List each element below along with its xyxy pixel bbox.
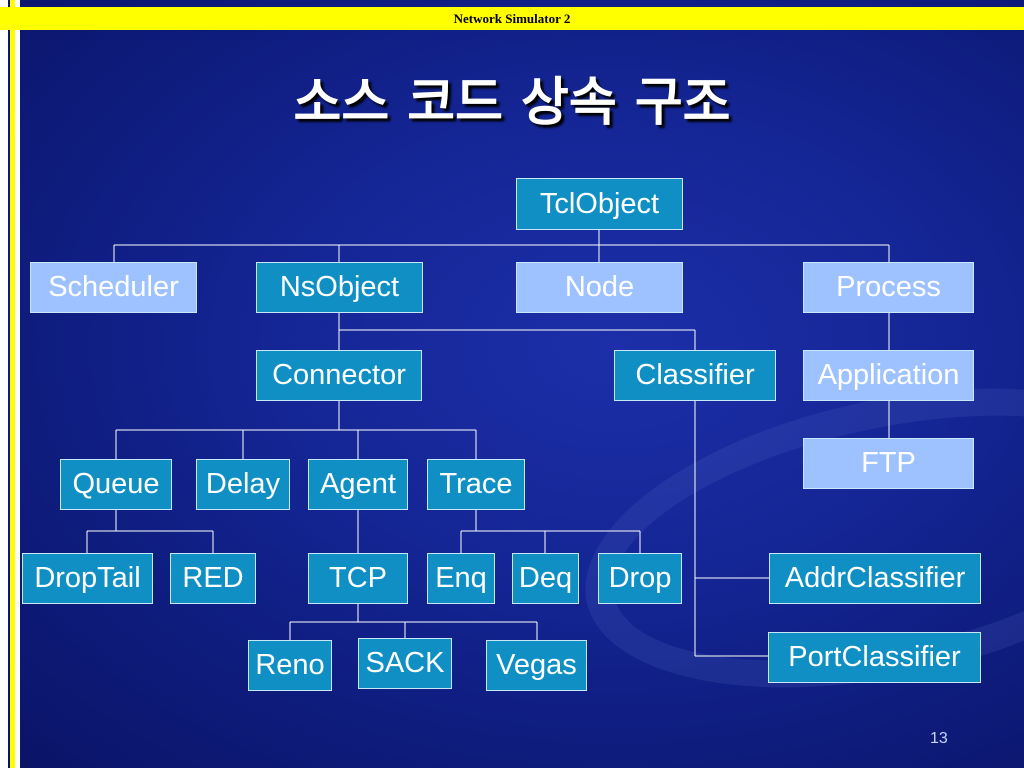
left-edge-bar-white-inner [15, 0, 20, 768]
node-scheduler: Scheduler [30, 262, 197, 313]
header-band: Network Simulator 2 [0, 7, 1024, 30]
node-agent: Agent [308, 459, 408, 510]
node-nsobject: NsObject [256, 262, 423, 313]
node-vegas: Vegas [486, 640, 587, 691]
node-tclobject: TclObject [516, 178, 683, 230]
node-connector: Connector [256, 350, 422, 401]
node-process: Process [803, 262, 974, 313]
node-droptail: DropTail [22, 553, 153, 604]
node-portclassifier: PortClassifier [768, 632, 981, 683]
node-trace: Trace [427, 459, 525, 510]
node-application: Application [803, 350, 974, 401]
node-ftp: FTP [803, 438, 974, 489]
node-addrclassifier: AddrClassifier [769, 553, 981, 604]
node-deq: Deq [512, 553, 579, 604]
left-edge-bar-white [0, 0, 8, 768]
page-number: 13 [930, 730, 948, 747]
node-node: Node [516, 262, 683, 313]
left-edge-bar-yellow [10, 0, 15, 768]
node-drop: Drop [598, 553, 682, 604]
node-enq: Enq [427, 553, 495, 604]
node-reno: Reno [248, 640, 332, 691]
node-classifier: Classifier [614, 350, 776, 401]
node-sack: SACK [358, 638, 452, 689]
node-tcp: TCP [308, 553, 408, 604]
node-red: RED [170, 553, 256, 604]
node-queue: Queue [60, 459, 172, 510]
node-delay: Delay [196, 459, 290, 510]
slide-title: 소스 코드 상속 구조 [293, 73, 731, 133]
header-title: Network Simulator 2 [453, 10, 571, 26]
